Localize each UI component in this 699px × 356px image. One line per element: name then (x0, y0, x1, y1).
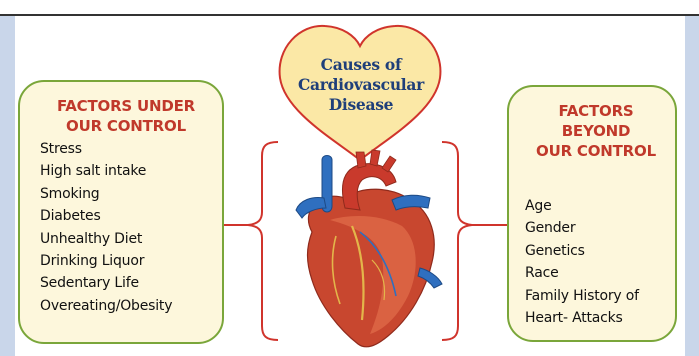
controllable-factors-title: FACTORS UNDER OUR CONTROL (40, 96, 212, 136)
factor-item: Diabetes (40, 205, 212, 227)
factor-item: Gender (525, 217, 667, 239)
factor-item: Overeating/Obesity (40, 295, 212, 317)
aorta-branch-1 (356, 152, 366, 168)
diagram-title: Causes of Cardiovascular Disease (286, 55, 436, 115)
heart-illustration (296, 150, 442, 347)
aorta-branch-3 (382, 156, 396, 172)
factor-item: High salt intake (40, 160, 212, 182)
factor-item: Family History of (525, 285, 667, 307)
factor-item: Genetics (525, 240, 667, 262)
factor-item: Unhealthy Diet (40, 228, 212, 250)
factor-item: Race (525, 262, 667, 284)
right-bracket (442, 142, 472, 340)
factor-item: Drinking Liquor (40, 250, 212, 272)
factor-item: Stress (40, 138, 212, 160)
aorta-branch-2 (370, 150, 380, 166)
factor-item: Sedentary Life (40, 272, 212, 294)
controllable-factors-box: FACTORS UNDER OUR CONTROL Stress High sa… (18, 80, 224, 344)
uncontrollable-factors-box: FACTORS BEYOND OUR CONTROL Age Gender Ge… (507, 85, 677, 342)
factor-item: Smoking (40, 183, 212, 205)
factor-item: Heart- Attacks (525, 307, 667, 329)
factor-item: Age (525, 195, 667, 217)
uncontrollable-factors-title: FACTORS BEYOND OUR CONTROL (525, 101, 667, 161)
left-bracket (248, 142, 278, 340)
